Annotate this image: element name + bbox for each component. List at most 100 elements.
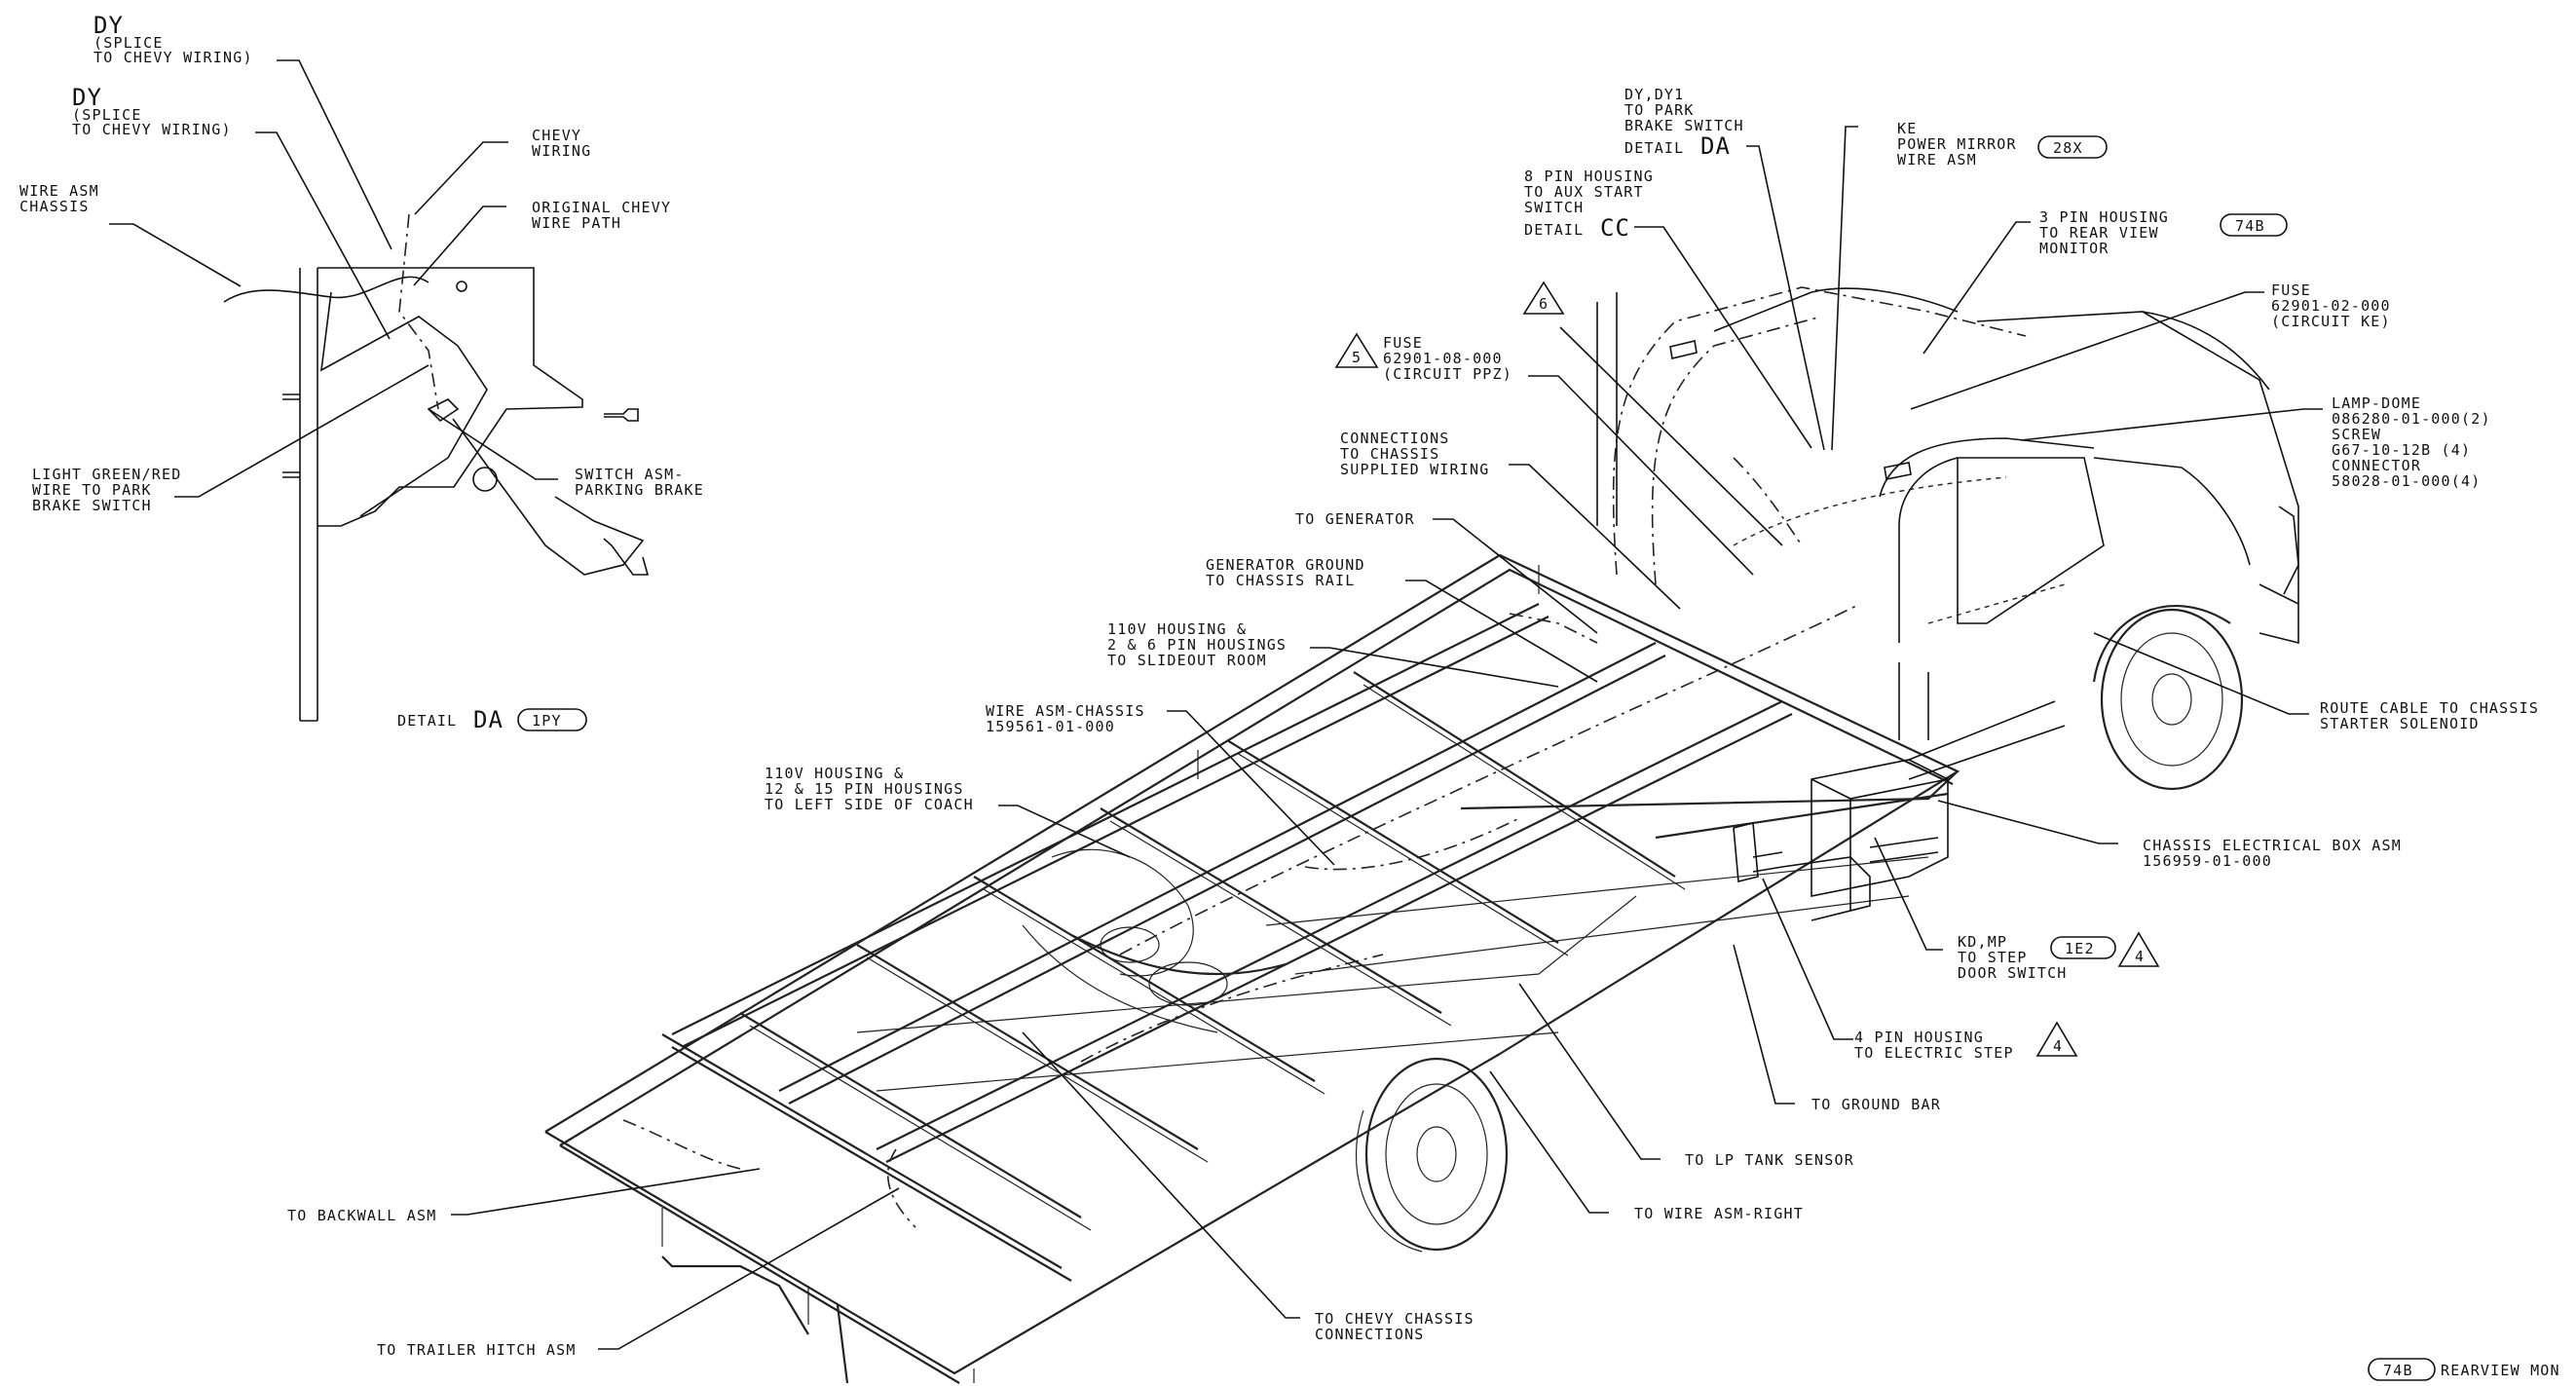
chevy-wiring-line2: WIRING <box>532 142 591 160</box>
triangle-5-frame <box>1334 332 1379 368</box>
wire-asm-chassis-line2: CHASSIS <box>19 198 90 215</box>
wire-asm-main-line1: WIRE ASM-CHASSIS <box>986 702 1145 720</box>
ke-line1: KE <box>1897 120 1917 137</box>
detail-da-labels: DY (SPLICE TO CHEVY WIRING) DY (SPLICE T… <box>19 12 704 733</box>
triangle-4b-frame <box>2035 1021 2078 1057</box>
aux-detail-big: CC <box>1600 214 1630 242</box>
wire-asm-chassis-line1: WIRE ASM <box>19 182 99 200</box>
triangle-6: 6 <box>1539 295 1549 313</box>
detail-da-caption-prefix: DETAIL <box>397 712 457 730</box>
rearview-mon-text: REARVIEW MON <box>2441 1362 2560 1379</box>
rear-wheel <box>1355 1057 1509 1253</box>
aux-start-line3: SWITCH <box>1524 199 1584 216</box>
triangle-4b: 4 <box>2053 1037 2063 1055</box>
leader-lines <box>109 59 2323 1350</box>
aux-start-line2: TO AUX START <box>1524 183 1644 201</box>
left-side-line1: 110V HOUSING & <box>765 765 904 782</box>
connections-line3: SUPPLIED WIRING <box>1340 461 1489 478</box>
route-cable-line1: ROUTE CABLE TO CHASSIS <box>2320 699 2539 717</box>
gen-ground-line2: TO CHASSIS RAIL <box>1206 572 1355 589</box>
route-cable-line2: STARTER SOLENOID <box>2320 715 2480 732</box>
wire-asm-main-line2: 159561-01-000 <box>986 718 1115 735</box>
to-lp-tank-sensor: TO LP TANK SENSOR <box>1685 1151 1854 1169</box>
left-side-line2: 12 & 15 PIN HOUSINGS <box>765 780 964 798</box>
original-path-line1: ORIGINAL CHEVY <box>532 199 671 216</box>
chevy-wiring-line1: CHEVY <box>532 127 581 144</box>
detail-da-caption-big: DA <box>473 706 504 733</box>
dy-park-detail-big: DA <box>1700 132 1731 160</box>
detail-da-drawing <box>223 213 650 722</box>
lamp-dome-line4: G67-10-12B (4) <box>2332 441 2471 459</box>
electric-step-line1: 4 PIN HOUSING <box>1854 1029 1984 1046</box>
chevy-conn-line1: TO CHEVY CHASSIS <box>1315 1310 1475 1328</box>
rear-view-badge: 74B <box>2235 217 2265 235</box>
fuse-ppz-line2: 62901-08-000 <box>1383 350 1503 367</box>
rear-view-badge-frame <box>2220 213 2288 237</box>
front-wheel <box>2092 605 2244 791</box>
chevy-conn-line2: CONNECTIONS <box>1315 1326 1425 1343</box>
fuse-ke-line1: FUSE <box>2271 281 2311 299</box>
dy-top-line2: (SPLICE <box>93 34 164 52</box>
original-path-line2: WIRE PATH <box>532 214 621 232</box>
elec-box-line1: CHASSIS ELECTRICAL BOX ASM <box>2143 837 2402 854</box>
lamp-dome-line5: CONNECTOR <box>2332 457 2421 474</box>
step-door-line2: TO STEP <box>1958 949 2028 966</box>
step-door-line1: KD,MP <box>1958 933 2007 951</box>
to-ground-bar: TO GROUND BAR <box>1811 1096 1941 1113</box>
light-green-red-line3: BRAKE SWITCH <box>32 497 152 514</box>
rear-axle <box>1022 848 1287 1033</box>
fuse-ppz-line1: FUSE <box>1383 334 1423 352</box>
electric-step-line2: TO ELECTRIC STEP <box>1854 1044 2014 1062</box>
to-generator: TO GENERATOR <box>1295 510 1415 528</box>
dy-mid-line2: (SPLICE <box>72 106 142 124</box>
rear-view-line1: 3 PIN HOUSING <box>2039 208 2169 226</box>
dy-mid-code: DY <box>72 84 102 111</box>
connections-line2: TO CHASSIS <box>1340 445 1439 463</box>
switch-asm-line1: SWITCH ASM- <box>575 466 685 483</box>
connections-line1: CONNECTIONS <box>1340 430 1450 447</box>
rear-view-line2: TO REAR VIEW <box>2039 224 2159 242</box>
gen-ground-line1: GENERATOR GROUND <box>1206 556 1365 574</box>
dy-mid-line3: TO CHEVY WIRING) <box>72 121 232 138</box>
chassis-electrical-box <box>1733 759 1949 921</box>
rear-view-line3: MONITOR <box>2039 240 2109 257</box>
lamp-dome-line2: 086280-01-000(2) <box>2332 410 2491 428</box>
dy-park-line3: BRAKE SWITCH <box>1624 117 1744 134</box>
rearview-mon-badge-frame <box>2368 1358 2436 1381</box>
chassis-frame <box>544 553 1960 1384</box>
triangle-6-frame <box>1522 281 1565 315</box>
triangle-4a-frame <box>2117 931 2160 967</box>
fuse-ke-line3: (CIRCUIT KE) <box>2271 313 2391 330</box>
ke-line3: WIRE ASM <box>1897 151 1977 169</box>
slideout-line3: TO SLIDEOUT ROOM <box>1107 652 1267 669</box>
step-door-line3: DOOR SWITCH <box>1958 964 2068 982</box>
step-door-badge-frame <box>2050 936 2116 959</box>
slideout-line1: 110V HOUSING & <box>1107 620 1247 638</box>
step-door-badge: 1E2 <box>2065 940 2095 957</box>
dy-top-line3: TO CHEVY WIRING) <box>93 49 253 66</box>
aux-detail-prefix: DETAIL <box>1524 221 1584 239</box>
fuse-ppz-line3: (CIRCUIT PPZ) <box>1383 365 1512 383</box>
chassis-wiring <box>622 457 1861 1228</box>
to-wire-asm-right: TO WIRE ASM-RIGHT <box>1634 1205 1804 1222</box>
to-trailer-hitch-asm: TO TRAILER HITCH ASM <box>377 1341 577 1359</box>
fuse-ke-line2: 62901-02-000 <box>2271 297 2391 315</box>
to-backwall-asm: TO BACKWALL ASM <box>287 1207 436 1224</box>
lamp-dome-line3: SCREW <box>2332 426 2381 443</box>
light-green-red-line1: LIGHT GREEN/RED <box>32 466 181 483</box>
ke-line2: POWER MIRROR <box>1897 135 2017 153</box>
detail-da-badge-frame <box>517 708 587 731</box>
switch-asm-line2: PARKING BRAKE <box>575 481 704 499</box>
slideout-line2: 2 & 6 PIN HOUSINGS <box>1107 636 1287 654</box>
dy-park-detail-prefix: DETAIL <box>1624 139 1684 157</box>
ke-badge: 28X <box>2053 139 2083 157</box>
rearview-mon-badge: 74B <box>2383 1362 2413 1379</box>
dy-top-code: DY <box>93 12 124 39</box>
ke-badge-frame <box>2037 135 2108 159</box>
light-green-red-line2: WIRE TO PARK <box>32 481 152 499</box>
dy-park-line2: TO PARK <box>1624 101 1695 119</box>
triangle-5: 5 <box>1352 349 1362 366</box>
lamp-dome-line6: 58028-01-000(4) <box>2332 472 2481 490</box>
chevy-cab <box>1596 286 2299 780</box>
